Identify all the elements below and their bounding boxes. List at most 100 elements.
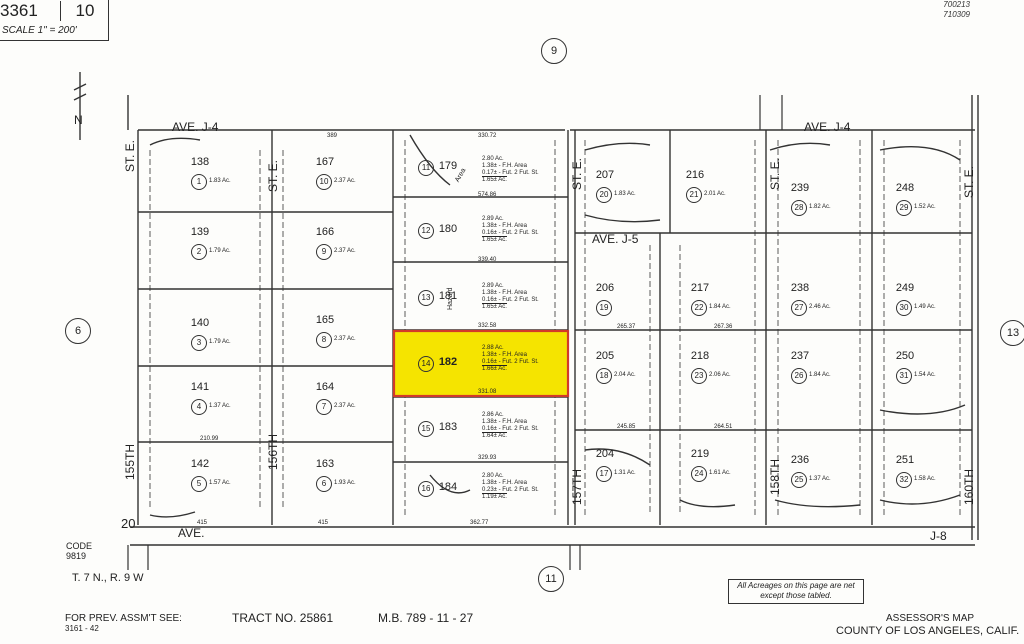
parcel-number-30[interactable]: 30 bbox=[896, 300, 912, 316]
parcel-number-13[interactable]: 13 bbox=[418, 290, 434, 306]
parcel-note-line: 2.86 Ac. bbox=[482, 412, 504, 418]
tract-number-249[interactable]: 249 bbox=[895, 282, 915, 294]
parcel-number-29[interactable]: 29 bbox=[896, 200, 912, 216]
parcel-note-line: 1.38± - F.H. Area bbox=[482, 163, 527, 169]
parcel-note-line: 0.23± - Fut. 2 Fut. St. bbox=[482, 487, 539, 493]
parcel-number-16[interactable]: 16 bbox=[418, 481, 434, 497]
parcel-number-32[interactable]: 32 bbox=[896, 472, 912, 488]
parcel-number-9[interactable]: 9 bbox=[316, 244, 332, 260]
tract-number-218[interactable]: 218 bbox=[690, 350, 710, 362]
tract-number-237[interactable]: 237 bbox=[790, 350, 810, 362]
adjacent-page-bottom[interactable]: 11 bbox=[538, 566, 564, 592]
dim-339: 339.40 bbox=[478, 257, 497, 263]
parcel-number-6[interactable]: 6 bbox=[316, 476, 332, 492]
parcel-note-line: 1.38± - F.H. Area bbox=[482, 352, 527, 358]
parcel-number-3[interactable]: 3 bbox=[191, 335, 207, 351]
tract-number-180[interactable]: 180 bbox=[438, 223, 458, 235]
tract-number-219[interactable]: 219 bbox=[690, 448, 710, 460]
tract-number-206[interactable]: 206 bbox=[595, 282, 615, 294]
parcel-number-5[interactable]: 5 bbox=[191, 476, 207, 492]
parcel-acreage: 1.57 Ac. bbox=[209, 480, 231, 486]
tract-number: TRACT NO. 25861 bbox=[232, 611, 334, 625]
parcel-number-19[interactable]: 19 bbox=[596, 300, 612, 316]
tract-number-251[interactable]: 251 bbox=[895, 454, 915, 466]
tract-number-165[interactable]: 165 bbox=[315, 314, 335, 326]
tract-number-141[interactable]: 141 bbox=[190, 381, 210, 393]
adjacent-page-right[interactable]: 13 bbox=[1000, 320, 1024, 346]
tract-number-204[interactable]: 204 bbox=[595, 448, 615, 460]
parcel-number-26[interactable]: 26 bbox=[791, 368, 807, 384]
dim-574: 574.86 bbox=[478, 192, 497, 198]
parcel-number-12[interactable]: 12 bbox=[418, 223, 434, 239]
parcel-number-18[interactable]: 18 bbox=[596, 368, 612, 384]
tract-number-239[interactable]: 239 bbox=[790, 182, 810, 194]
dim-329: 329.93 bbox=[478, 455, 497, 461]
map-header: 3361 10 SCALE 1" = 200' bbox=[0, 0, 109, 41]
tract-number-183[interactable]: 183 bbox=[438, 421, 458, 433]
tract-number-140[interactable]: 140 bbox=[190, 317, 210, 329]
dim-332: 332.58 bbox=[478, 323, 497, 329]
acreage-note: All Acreages on this page are net except… bbox=[728, 579, 864, 604]
county-label: COUNTY OF LOS ANGELES, CALIF. bbox=[836, 625, 1020, 637]
tract-number-184[interactable]: 184 bbox=[438, 481, 458, 493]
tract-number-238[interactable]: 238 bbox=[790, 282, 810, 294]
tract-number-166[interactable]: 166 bbox=[315, 226, 335, 238]
parcel-number-7[interactable]: 7 bbox=[316, 399, 332, 415]
parcel-number-2[interactable]: 2 bbox=[191, 244, 207, 260]
parcel-note-line: 2.89 Ac. bbox=[482, 216, 504, 222]
parcel-number-22[interactable]: 22 bbox=[691, 300, 707, 316]
parcel-number-21[interactable]: 21 bbox=[686, 187, 702, 203]
dim-bottom-362: 362.77 bbox=[470, 520, 489, 526]
parcel-acreage: 2.04 Ac. bbox=[614, 372, 636, 378]
parcel-acreage: 2.01 Ac. bbox=[704, 191, 726, 197]
parcel-number-31[interactable]: 31 bbox=[896, 368, 912, 384]
parcel-number-27[interactable]: 27 bbox=[791, 300, 807, 316]
adjacent-page-top[interactable]: 9 bbox=[541, 38, 567, 64]
tract-number-236[interactable]: 236 bbox=[790, 454, 810, 466]
parcel-number-11[interactable]: 11 bbox=[418, 160, 434, 176]
tract-number-250[interactable]: 250 bbox=[895, 350, 915, 362]
parcel-note-line: 0.16± - Fut. 2 Fut. St. bbox=[482, 230, 539, 236]
parcel-number-10[interactable]: 10 bbox=[316, 174, 332, 190]
parcel-number-25[interactable]: 25 bbox=[791, 472, 807, 488]
tract-number-167[interactable]: 167 bbox=[315, 156, 335, 168]
parcel-number-15[interactable]: 15 bbox=[418, 421, 434, 437]
tract-number-164[interactable]: 164 bbox=[315, 381, 335, 393]
parcel-note-line: 0.16± - Fut. 2 Fut. St. bbox=[482, 297, 539, 303]
parcel-number-20[interactable]: 20 bbox=[596, 187, 612, 203]
parcel-number-14[interactable]: 14 bbox=[418, 356, 434, 372]
tract-number-216[interactable]: 216 bbox=[685, 169, 705, 181]
parcel-number-1[interactable]: 1 bbox=[191, 174, 207, 190]
street-155th: 155TH bbox=[123, 443, 137, 480]
tract-number-217[interactable]: 217 bbox=[690, 282, 710, 294]
tract-number-205[interactable]: 205 bbox=[595, 350, 615, 362]
parcel-number-8[interactable]: 8 bbox=[316, 332, 332, 348]
tract-number-179[interactable]: 179 bbox=[438, 160, 458, 172]
tract-number-139[interactable]: 139 bbox=[190, 226, 210, 238]
parcel-note-line: 0.16± - Fut. 2 Fut. St. bbox=[482, 359, 539, 365]
parcel-acreage: 1.93 Ac. bbox=[334, 480, 356, 486]
parcel-number-24[interactable]: 24 bbox=[691, 466, 707, 482]
map-page-number: 10 bbox=[60, 1, 109, 21]
parcel-number-23[interactable]: 23 bbox=[691, 368, 707, 384]
parcel-number-4[interactable]: 4 bbox=[191, 399, 207, 415]
parcel-note-line: 2.80 Ac. bbox=[482, 156, 504, 162]
dim-331: 331.08 bbox=[478, 389, 497, 395]
tract-number-142[interactable]: 142 bbox=[190, 458, 210, 470]
tract-number-182[interactable]: 182 bbox=[438, 356, 458, 368]
tract-number-181[interactable]: 181 bbox=[438, 290, 458, 302]
adjacent-page-left[interactable]: 6 bbox=[65, 318, 91, 344]
street-st-e-3: ST. E. bbox=[570, 157, 584, 190]
parcel-note-line: 1.64± Ac. bbox=[482, 433, 507, 439]
parcel-number-17[interactable]: 17 bbox=[596, 466, 612, 482]
code-label: CODE bbox=[66, 541, 93, 551]
tract-number-248[interactable]: 248 bbox=[895, 182, 915, 194]
parcel-number-28[interactable]: 28 bbox=[791, 200, 807, 216]
tract-number-207[interactable]: 207 bbox=[595, 169, 615, 181]
tract-number-138[interactable]: 138 bbox=[190, 156, 210, 168]
tract-number-163[interactable]: 163 bbox=[315, 458, 335, 470]
north-arrow-label: N bbox=[74, 113, 83, 127]
